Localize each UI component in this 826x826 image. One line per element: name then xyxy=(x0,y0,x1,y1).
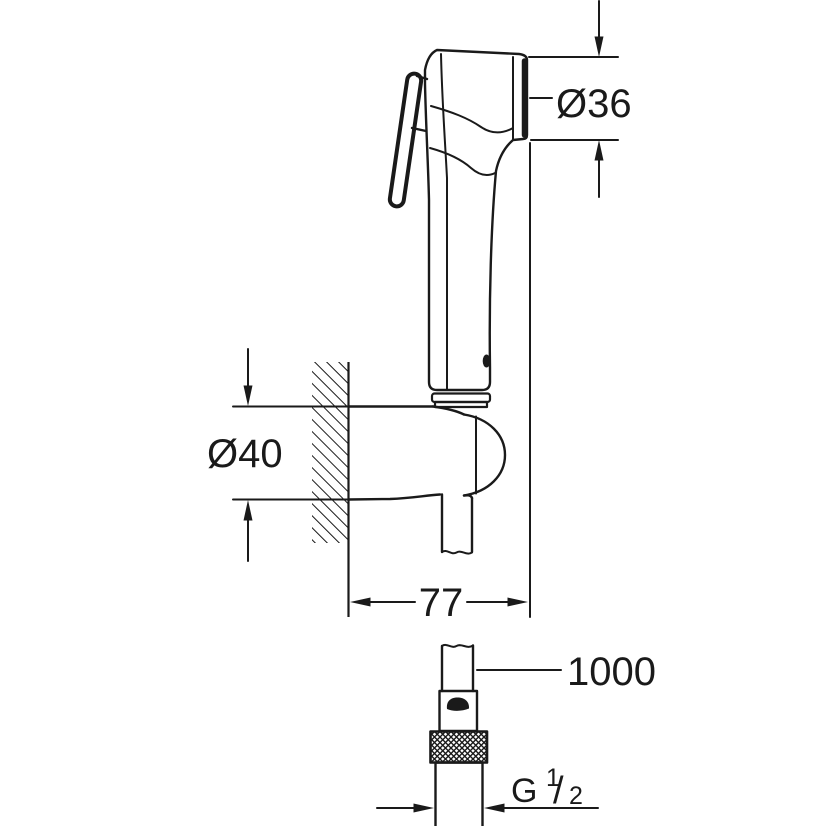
hose-break-line-top xyxy=(441,550,473,555)
hose-collar xyxy=(438,689,479,733)
hose-upper-section xyxy=(440,493,474,555)
hand-shower-product xyxy=(347,48,529,826)
g12-numerator: 1 xyxy=(546,764,560,792)
knurled-nut xyxy=(429,730,489,764)
dimension-spray-face-diameter: Ø36 xyxy=(528,0,632,198)
g12-arrowhead-left xyxy=(484,803,505,813)
d40-label: Ø40 xyxy=(207,432,283,476)
g12-arrowhead-right xyxy=(413,803,434,813)
wall-section xyxy=(312,362,350,617)
collar-marking xyxy=(446,697,470,711)
holder-ball-end xyxy=(462,413,507,497)
dimension-wall-to-face: 77 xyxy=(350,142,531,625)
holder-ball-to-outlet xyxy=(462,494,474,500)
d36-label: Ø36 xyxy=(556,82,632,126)
d36-arrowhead-down xyxy=(594,36,604,57)
dimension-thread-size: G 1 / 2 xyxy=(376,764,599,813)
hose-lower-section xyxy=(429,643,489,826)
wall-hatch xyxy=(312,362,349,543)
holder-neck xyxy=(431,405,466,416)
g12-slash: / xyxy=(553,770,564,812)
thread-connector-tube xyxy=(434,761,484,826)
handle-outline xyxy=(423,48,529,392)
handle-front-line xyxy=(440,53,448,390)
dimension-hose-length: 1000 xyxy=(476,650,656,694)
d1000-label: 1000 xyxy=(567,650,656,694)
trigger-lever xyxy=(387,71,429,209)
spray-head-and-handle xyxy=(423,48,529,392)
g12-letter: G xyxy=(511,772,537,810)
lever-pivot-top xyxy=(415,74,429,81)
connector-ring-upper xyxy=(430,392,492,404)
d40-arrowhead-down xyxy=(243,385,253,406)
neck-curve-upper xyxy=(430,105,514,134)
connector-ring-lower xyxy=(433,400,489,409)
dimension-holder-diameter: Ø40 xyxy=(207,348,350,562)
swivel-connector xyxy=(430,392,492,409)
d77-label: 77 xyxy=(419,581,464,625)
d77-arrowhead-right xyxy=(507,597,528,607)
lever-pivot-mid xyxy=(410,126,428,133)
wall-holder xyxy=(347,405,507,501)
holder-bottom-edge xyxy=(347,493,442,501)
lever-blade xyxy=(387,71,424,209)
neck-curve-lower xyxy=(429,147,496,177)
d77-arrowhead-left xyxy=(350,597,371,607)
control-button xyxy=(482,354,491,368)
hose-break-line-bottom xyxy=(441,643,474,648)
g12-denominator: 2 xyxy=(569,782,583,810)
